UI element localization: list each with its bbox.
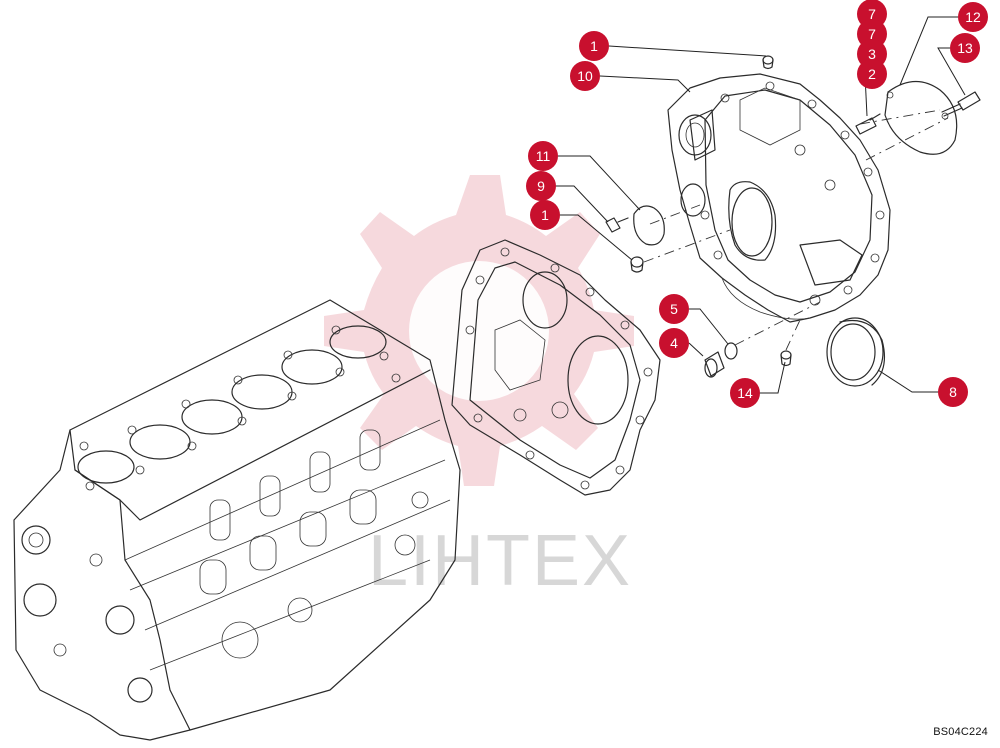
diagram-code: BS04C224 (933, 726, 988, 738)
svg-text:7: 7 (868, 26, 876, 42)
dowel-pin-left (630, 256, 644, 273)
leader-lines (556, 16, 966, 394)
svg-text:13: 13 (957, 40, 973, 56)
bolt-13 (941, 91, 981, 117)
callout-13: 13 (950, 33, 980, 63)
callout-12: 12 (958, 2, 988, 32)
dowel-pin-top (762, 55, 774, 70)
svg-text:2: 2 (868, 66, 876, 82)
bolt-2 (855, 113, 881, 135)
pin-14 (780, 350, 792, 367)
svg-text:3: 3 (868, 46, 876, 62)
svg-text:12: 12 (965, 9, 981, 25)
svg-text:10: 10 (577, 68, 593, 84)
o-ring-5 (724, 342, 738, 360)
watermark-text: LIHTEX (368, 521, 632, 601)
callout-8: 8 (938, 377, 968, 407)
cover-plate (884, 80, 958, 155)
svg-text:9: 9 (537, 178, 545, 194)
flywheel-housing (667, 73, 891, 323)
svg-text:11: 11 (536, 148, 551, 164)
svg-text:14: 14 (737, 385, 753, 401)
callout-1-left: 1 (530, 200, 560, 230)
svg-text:8: 8 (949, 384, 957, 400)
svg-text:1: 1 (541, 207, 549, 223)
plug-4 (704, 351, 725, 378)
svg-text:7: 7 (868, 6, 876, 22)
svg-text:1: 1 (590, 38, 598, 54)
svg-text:4: 4 (670, 335, 678, 351)
callout-9: 9 (526, 171, 556, 201)
gear-housing-plate (451, 239, 661, 496)
alignment-lines (643, 109, 949, 351)
svg-text:5: 5 (670, 301, 678, 317)
cover-11 (633, 205, 665, 246)
engine-block (13, 299, 461, 741)
callout-14: 14 (730, 378, 760, 408)
callout-10: 10 (570, 61, 600, 91)
callout-5: 5 (659, 294, 689, 324)
callout-1-top: 1 (579, 31, 609, 61)
oil-seal-8 (826, 317, 885, 387)
watermark-gear-hole (409, 261, 549, 401)
bolt-9 (605, 217, 629, 233)
callout-11: 11 (528, 141, 558, 171)
callout-2: 2 (857, 59, 887, 89)
callout-4: 4 (659, 328, 689, 358)
